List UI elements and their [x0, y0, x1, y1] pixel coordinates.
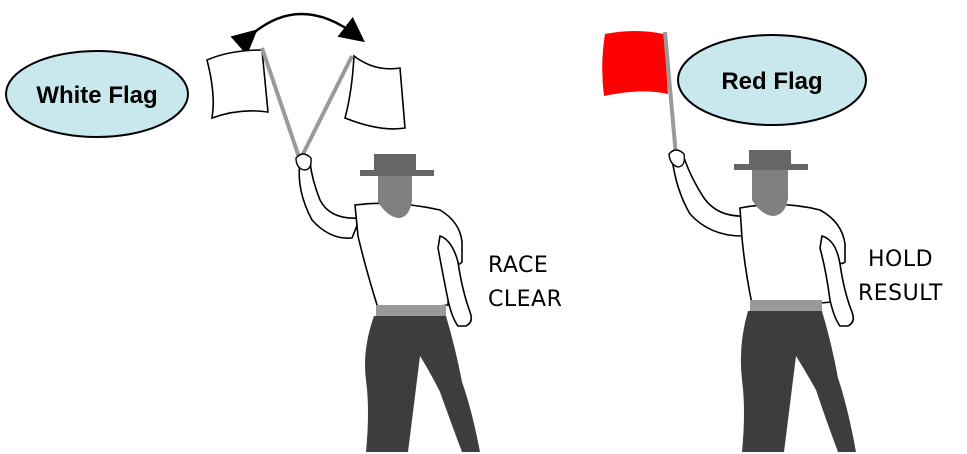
hat-icon [734, 150, 808, 170]
red-flag-panel: Red Flag HOLD RESULT [602, 31, 943, 452]
white-flag-label: White Flag [36, 82, 157, 109]
white-flag-right-icon [300, 56, 405, 160]
result-caption: RESULT [858, 281, 943, 306]
clear-caption: CLEAR [488, 287, 562, 312]
marshal-figure-right [669, 150, 856, 452]
trousers-right [741, 311, 856, 452]
white-flag-bubble: White Flag [6, 51, 188, 137]
hold-caption: HOLD [868, 247, 933, 272]
trousers-left [365, 316, 480, 452]
marshal-figure-left [296, 154, 480, 452]
white-flag-left-icon [207, 48, 300, 160]
waving-arrow-icon [250, 14, 357, 36]
belt-left [376, 305, 446, 317]
race-caption: RACE [488, 253, 548, 278]
red-flag-bubble: Red Flag [678, 35, 866, 125]
white-flag-panel: White Flag RACE CLEAR [6, 14, 562, 452]
red-flag-label: Red Flag [721, 68, 822, 95]
red-flag-icon [602, 31, 676, 156]
belt-right [750, 300, 822, 312]
hat-icon [360, 154, 434, 176]
